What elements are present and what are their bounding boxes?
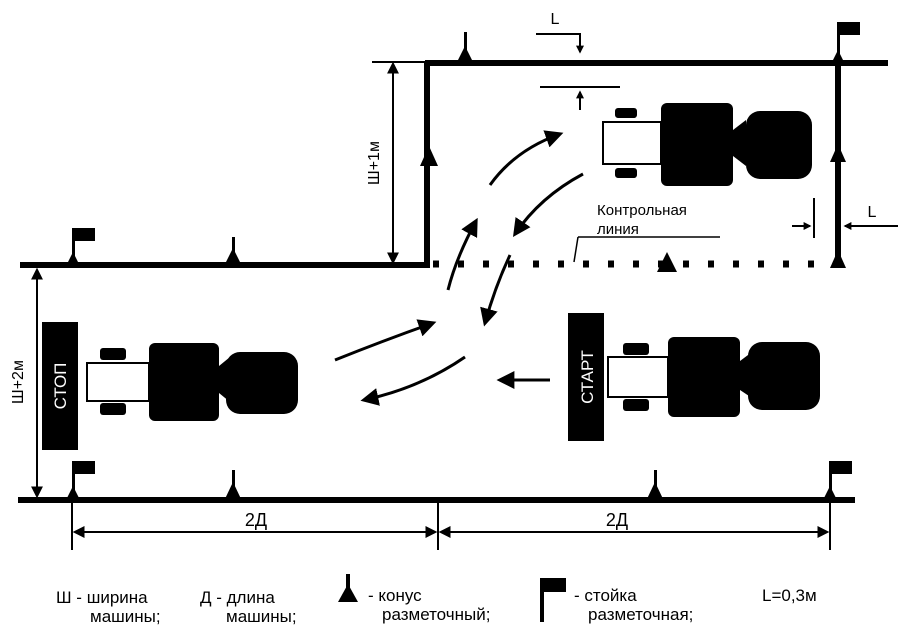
cone-icon: [420, 146, 438, 166]
arrow-down-2: [480, 254, 512, 327]
tractor-start: [607, 337, 820, 417]
cone-icon: [224, 237, 242, 266]
arrow-up-2: [488, 130, 564, 186]
flag-post-icon: [65, 228, 95, 268]
legend-width: Ш - ширина машины;: [56, 588, 186, 626]
gap-right-label: L: [868, 204, 877, 221]
flag-post-icon: [540, 578, 566, 622]
flag-post-icon: [830, 22, 860, 66]
legend-length-title: Д - длина: [200, 588, 275, 607]
cone-icon: [830, 144, 846, 162]
cone-icon: [657, 252, 677, 272]
legend-cone: - конус разметочный;: [368, 586, 538, 624]
arrow-down-1: [512, 172, 584, 237]
legend-length-sub: машины;: [226, 607, 297, 626]
flag-post-icon: [830, 250, 846, 268]
legend-post-title: - стойка: [574, 586, 637, 605]
cone-icon: [338, 574, 358, 602]
svg-text:СТАРТ: СТАРТ: [578, 350, 597, 404]
start-sign: СТАРТ: [568, 313, 604, 441]
arrow-out-of-stop: [334, 319, 437, 362]
gap-top-dimension: [536, 33, 620, 110]
tractor-stop: [86, 343, 298, 421]
legend-l-value: L=0,3м: [762, 586, 817, 605]
cone-icon: [456, 32, 474, 64]
arrow-to-stop: [360, 355, 466, 406]
width-plus-2-label: Ш+2м: [10, 360, 27, 404]
tractor-bay: [602, 103, 812, 186]
length-2d-left-label: 2Д: [245, 510, 267, 530]
stop-sign: СТОП: [42, 322, 78, 450]
legend-width-title: Ш - ширина: [56, 588, 148, 607]
legend-cone-sub: разметочный;: [382, 605, 491, 624]
legend-post: - стойка разметочная;: [574, 586, 744, 624]
flag-post-icon: [65, 461, 95, 502]
legend-cone-title: - конус: [368, 586, 422, 605]
legend-length: Д - длина машины;: [200, 588, 330, 626]
movement-arrows: [334, 130, 584, 406]
flag-post-icon: [822, 461, 852, 502]
arrow-up-1: [446, 217, 478, 291]
cones: [224, 32, 846, 501]
gap-right-dimension: [792, 198, 898, 238]
width-plus-1-label: Ш+1м: [366, 141, 383, 185]
length-2d-right-label: 2Д: [606, 510, 628, 530]
flag-posts: [65, 22, 860, 502]
dimension-width-plus-1: [372, 61, 425, 265]
control-line-label-1: Контрольная: [597, 202, 687, 219]
svg-text:СТОП: СТОП: [51, 363, 70, 410]
cone-icon: [646, 470, 664, 501]
gap-top-label: L: [551, 11, 560, 28]
dimension-length: [71, 503, 831, 550]
control-line-label-2: линия: [597, 221, 639, 238]
legend-post-sub: разметочная;: [588, 605, 694, 624]
cone-icon: [224, 470, 242, 501]
legend-width-sub: машины;: [90, 607, 161, 626]
